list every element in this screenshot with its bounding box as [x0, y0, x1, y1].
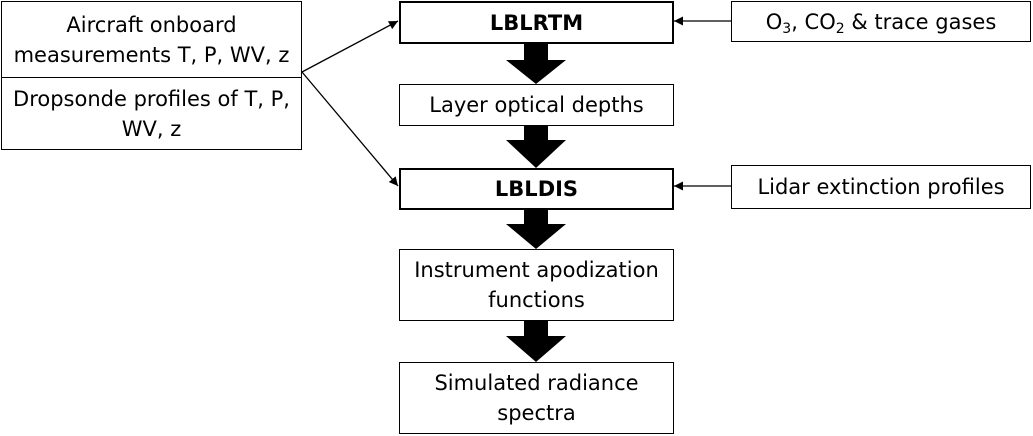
aircraft-measurements-box: Aircraft onboard measurements T, P, WV, …	[1, 1, 302, 77]
apodization-line2: functions	[488, 288, 585, 312]
lidar-extinction-box: Lidar extinction profiles	[731, 165, 1031, 209]
block-arrow-lbldis-to-apodization	[506, 210, 566, 249]
arrow-inputs-to-lblrtm	[301, 20, 399, 73]
lbldis-box: LBLDIS	[399, 168, 674, 210]
trace-gases-label: O3, CO2 & trace gases	[765, 9, 997, 37]
arrow-inputs-to-lbldis	[301, 71, 399, 187]
radiance-line2: spectra	[497, 401, 576, 425]
block-arrow-apodization-to-radiance	[506, 321, 566, 362]
radiance-line1: Simulated radiance	[434, 371, 639, 395]
apodization-line1: Instrument apodization	[414, 258, 659, 282]
dropsonde-line1: Dropsonde profiles of T, P,	[13, 86, 290, 111]
dropsonde-line2: WV, z	[121, 116, 182, 141]
lblrtm-label: LBLRTM	[489, 10, 584, 35]
instrument-apodization-box: Instrument apodization functions	[399, 249, 674, 321]
aircraft-line2: measurements T, P, WV, z	[13, 42, 290, 67]
lbldis-label: LBLDIS	[494, 177, 579, 201]
aircraft-line1: Aircraft onboard	[66, 12, 237, 37]
optical-depths-label: Layer optical depths	[429, 93, 644, 117]
block-arrow-lblrtm-to-optical	[506, 44, 566, 84]
lblrtm-box: LBLRTM	[399, 1, 674, 44]
dropsonde-profiles-box: Dropsonde profiles of T, P, WV, z	[1, 77, 302, 150]
lidar-label: Lidar extinction profiles	[757, 175, 1005, 199]
layer-optical-depths-box: Layer optical depths	[399, 84, 674, 126]
trace-gases-box: O3, CO2 & trace gases	[731, 1, 1031, 42]
simulated-radiance-box: Simulated radiance spectra	[399, 362, 674, 434]
block-arrow-optical-to-lbldis	[506, 126, 566, 168]
